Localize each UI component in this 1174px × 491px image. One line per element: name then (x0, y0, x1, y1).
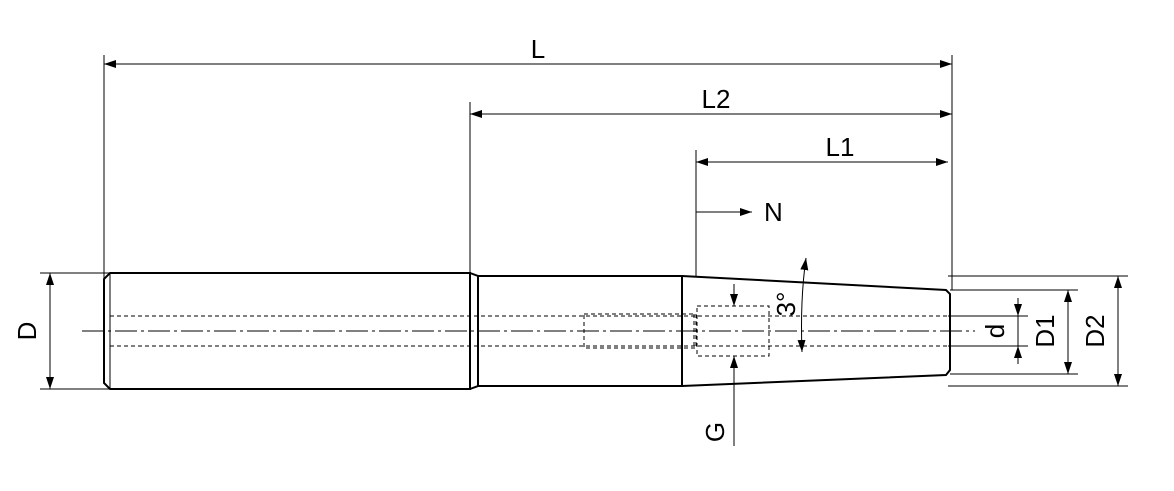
tapered-nose (681, 275, 951, 387)
angle-arc (797, 257, 809, 353)
extension-lines (40, 55, 1128, 390)
label-angle: 3° (771, 292, 801, 317)
label-d: d (980, 324, 1010, 338)
label-D2: D2 (1080, 314, 1110, 347)
label-D1: D1 (1030, 314, 1060, 347)
label-G: G (700, 422, 730, 442)
label-D: D (12, 322, 42, 341)
label-L2: L2 (702, 84, 731, 114)
label-N: N (764, 197, 783, 227)
label-L: L (531, 34, 545, 64)
label-L1: L1 (826, 132, 855, 162)
